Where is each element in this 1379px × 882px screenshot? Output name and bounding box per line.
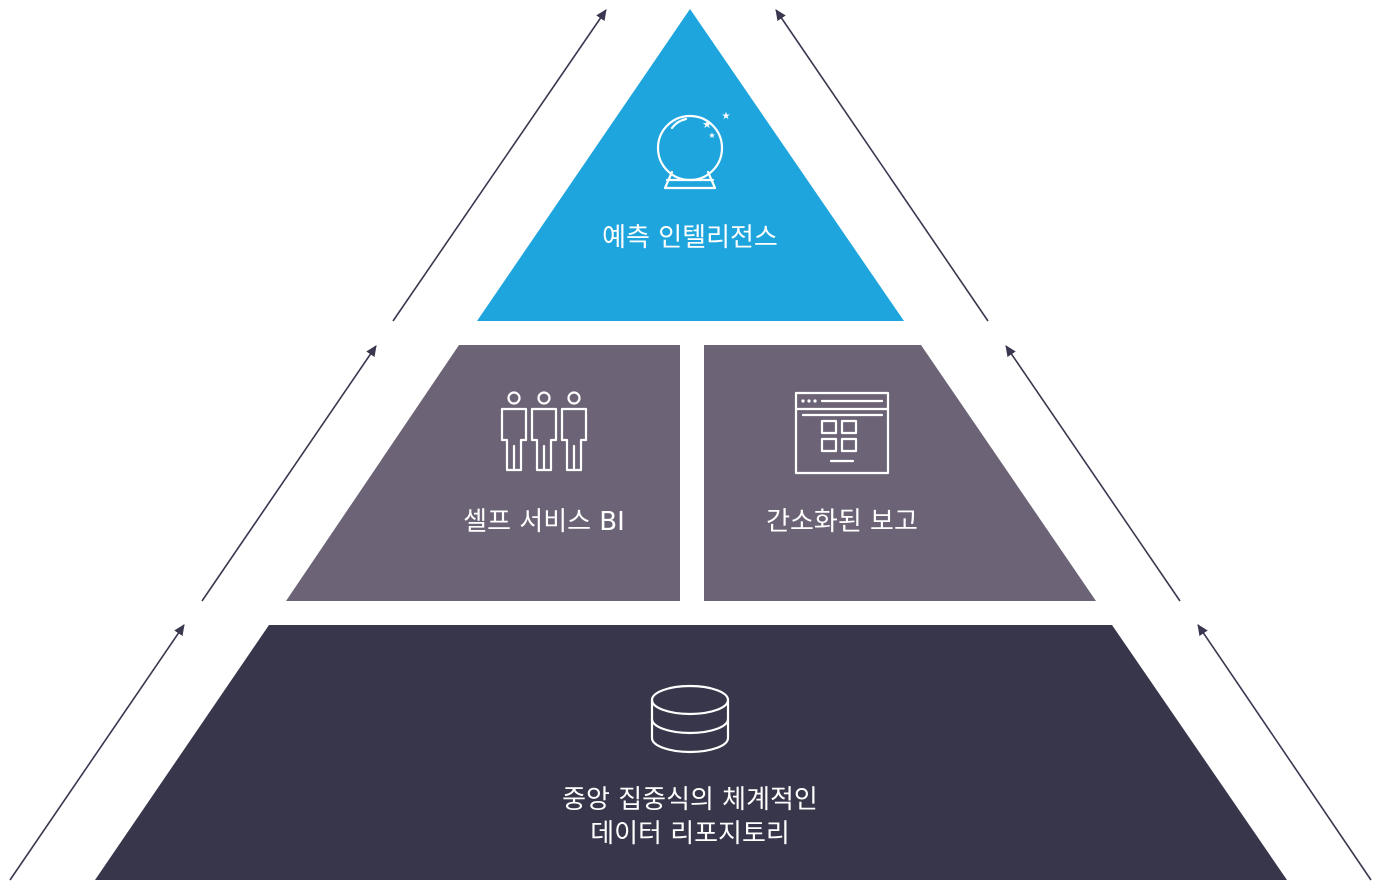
arrow-up-icon — [1005, 345, 1181, 602]
tier-data-repository: 중앙 집중식의 체계적인 데이터 리포지토리 — [95, 625, 1287, 880]
tier-bottom-label-line2: 데이터 리포지토리 — [590, 819, 790, 849]
arrow-up-icon — [775, 9, 989, 322]
crystal-ball-icon: ★ ★ ★ — [656, 111, 731, 190]
tier-bottom-label-line1: 중앙 집중식의 체계적인 — [562, 785, 818, 815]
tier-top-label: 예측 인텔리전스 — [602, 223, 778, 253]
tier-top-shape — [477, 9, 904, 321]
svg-text:★: ★ — [722, 111, 731, 122]
people-group-icon — [500, 391, 588, 472]
tier-middle-left-label: 셀프 서비스 BI — [463, 507, 625, 537]
tier-self-service-bi: 셀프 서비스 BI — [286, 345, 680, 601]
tier-middle-right-shape — [704, 345, 1096, 601]
left-arrows — [9, 9, 607, 881]
svg-text:★: ★ — [708, 131, 715, 140]
right-arrows — [775, 9, 1372, 881]
arrow-up-icon — [1197, 624, 1372, 881]
arrow-up-icon — [201, 345, 377, 602]
database-icon — [650, 684, 730, 754]
tier-middle-left-shape — [286, 345, 680, 601]
svg-text:★: ★ — [702, 118, 712, 131]
tier-predictive-intelligence: ★ ★ ★ 예측 인텔리전스 — [477, 9, 904, 321]
tier-simplified-reporting: 간소화된 보고 — [704, 345, 1096, 601]
arrow-up-icon — [9, 624, 185, 881]
tier-middle-right-label: 간소화된 보고 — [766, 507, 918, 537]
arrow-up-icon — [392, 9, 607, 322]
dashboard-report-icon — [794, 391, 890, 475]
